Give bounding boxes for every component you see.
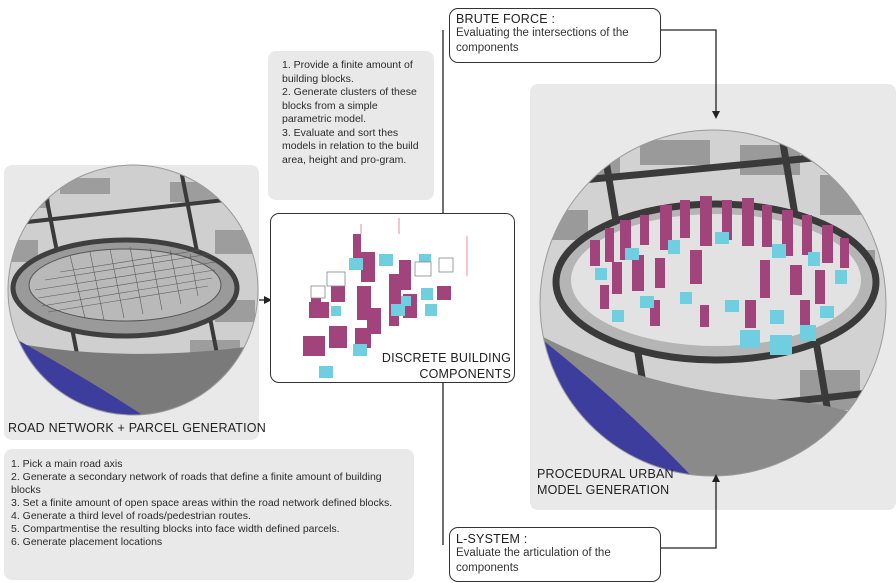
l-system-title: L-SYSTEM : bbox=[456, 532, 654, 546]
l-system-subtitle: Evaluate the articulation of the compone… bbox=[456, 546, 654, 576]
discrete-caption-line2: COMPONENTS bbox=[373, 366, 511, 382]
brute-force-box: BRUTE FORCE : Evaluating the intersectio… bbox=[449, 8, 661, 63]
brute-force-subtitle: Evaluating the intersections of the comp… bbox=[456, 26, 654, 56]
l-system-box: L-SYSTEM : Evaluate the articulation of … bbox=[449, 527, 661, 582]
brute-force-title: BRUTE FORCE : bbox=[456, 12, 654, 26]
discrete-components-box: DISCRETE BUILDING COMPONENTS bbox=[270, 213, 515, 383]
road-network-caption: ROAD NETWORK + PARCEL GENERATION bbox=[8, 420, 266, 436]
discrete-components-caption: DISCRETE BUILDING COMPONENTS bbox=[373, 350, 511, 382]
discrete-caption-line1: DISCRETE BUILDING bbox=[373, 350, 511, 366]
procedural-circle bbox=[530, 125, 896, 485]
procedural-caption-line2: MODEL GENERATION bbox=[537, 482, 674, 498]
brute-force-arrow bbox=[661, 30, 716, 117]
procedural-caption: PROCEDURAL URBAN MODEL GENERATION bbox=[537, 466, 674, 498]
road-network-circle bbox=[0, 160, 270, 420]
procedural-caption-line1: PROCEDURAL URBAN bbox=[537, 466, 674, 482]
